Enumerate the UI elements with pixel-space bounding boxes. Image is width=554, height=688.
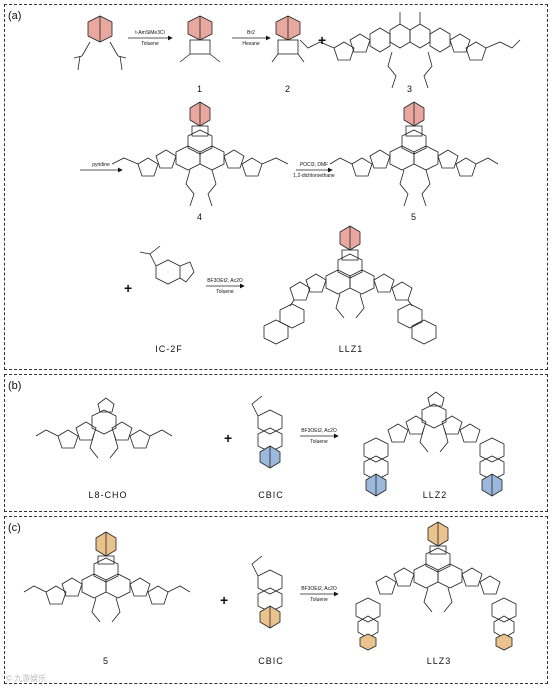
l8cho-structure — [35, 397, 173, 459]
compound-1-structure — [179, 15, 221, 63]
llz1-structure — [263, 225, 437, 345]
label-compound-5c: 5 — [102, 656, 109, 666]
label-cbic-c: CBIC — [258, 656, 284, 666]
panel-a-tag: (a) — [8, 10, 22, 22]
panel-b — [4, 374, 548, 512]
cond-step3-top: pyridine — [92, 162, 110, 168]
watermark: © 九游娱乐 — [6, 674, 47, 683]
plus-sign-3: + — [224, 430, 233, 446]
label-ic2f: IC-2F — [155, 344, 183, 354]
compound-4-structure — [111, 101, 289, 207]
cbic-b-structure — [251, 395, 283, 469]
cond-step4-top: POCl3, DMF — [299, 162, 329, 168]
llz3-structure — [355, 521, 517, 651]
cond-step5-top: BF3OEt2, Ac2O — [207, 278, 243, 284]
compound-5c-structure — [23, 531, 191, 623]
cond-step2-top: Br2 — [247, 30, 255, 36]
cond-c-bottom: Toluene — [310, 597, 328, 603]
cond-c-top: BF3OEt2, Ac2O — [301, 586, 337, 592]
label-llz2: LLZ2 — [422, 490, 448, 500]
plus-sign-4: + — [220, 592, 229, 608]
panel-a — [4, 4, 548, 370]
cond-step2-bottom: Hexane — [242, 41, 260, 47]
compound-5-structure — [329, 101, 499, 207]
label-compound-4: 4 — [196, 212, 203, 222]
label-compound-1: 1 — [196, 84, 203, 94]
cond-step1-top: t-AmSiMe3Cl — [135, 30, 165, 36]
label-compound-2: 2 — [284, 84, 291, 94]
cond-b-bottom: Toluene — [310, 439, 328, 445]
label-compound-3: 3 — [406, 84, 413, 94]
label-llz1: LLZ1 — [338, 344, 364, 354]
panel-b-tag: (b) — [8, 380, 22, 392]
label-cbic-b: CBIC — [258, 490, 284, 500]
cbic-c-structure — [251, 555, 283, 629]
cond-step5-bottom: Toluene — [216, 289, 234, 295]
cond-b-top: BF3OEt2, Ac2O — [301, 428, 337, 434]
ic2f-structure — [139, 245, 195, 285]
compound-3-structure — [299, 12, 521, 89]
panel-c — [4, 516, 548, 684]
label-compound-5: 5 — [410, 212, 417, 222]
label-l8cho: L8-CHO — [88, 490, 128, 500]
cond-step4-bottom: 1,2-dichloroethane — [293, 173, 335, 179]
plus-sign-1: + — [318, 32, 327, 48]
llz2-structure — [363, 391, 505, 497]
panel-c-tag: (c) — [8, 522, 21, 534]
label-llz3: LLZ3 — [426, 656, 452, 666]
diester-structure — [73, 15, 127, 71]
compound-2-structure — [271, 15, 305, 63]
plus-sign-2: + — [124, 280, 133, 296]
cond-step1-bottom: Toluene — [141, 41, 159, 47]
